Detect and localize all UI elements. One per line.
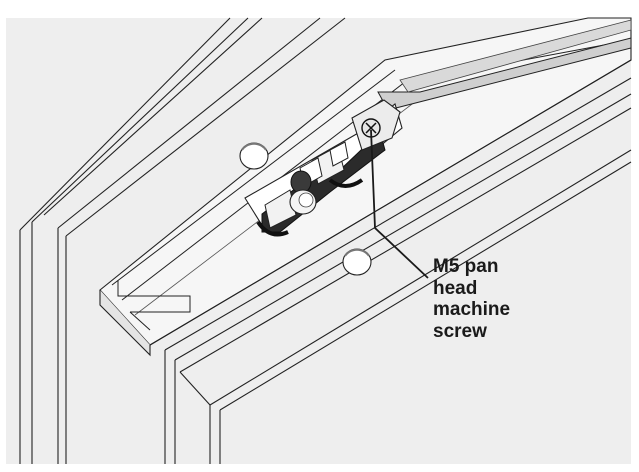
callout-line: head	[433, 277, 478, 299]
frame-outer	[19, 17, 346, 464]
frame-inner	[149, 59, 632, 464]
callout-line: screw	[433, 320, 487, 342]
mounting-holes	[239, 142, 372, 276]
callout-line: M5 pan	[433, 256, 499, 277]
screw-head	[361, 118, 381, 138]
callout-line: machine	[433, 299, 511, 320]
callout-leader	[370, 129, 429, 279]
callout-label: M5 pan head machine screw	[433, 256, 510, 342]
